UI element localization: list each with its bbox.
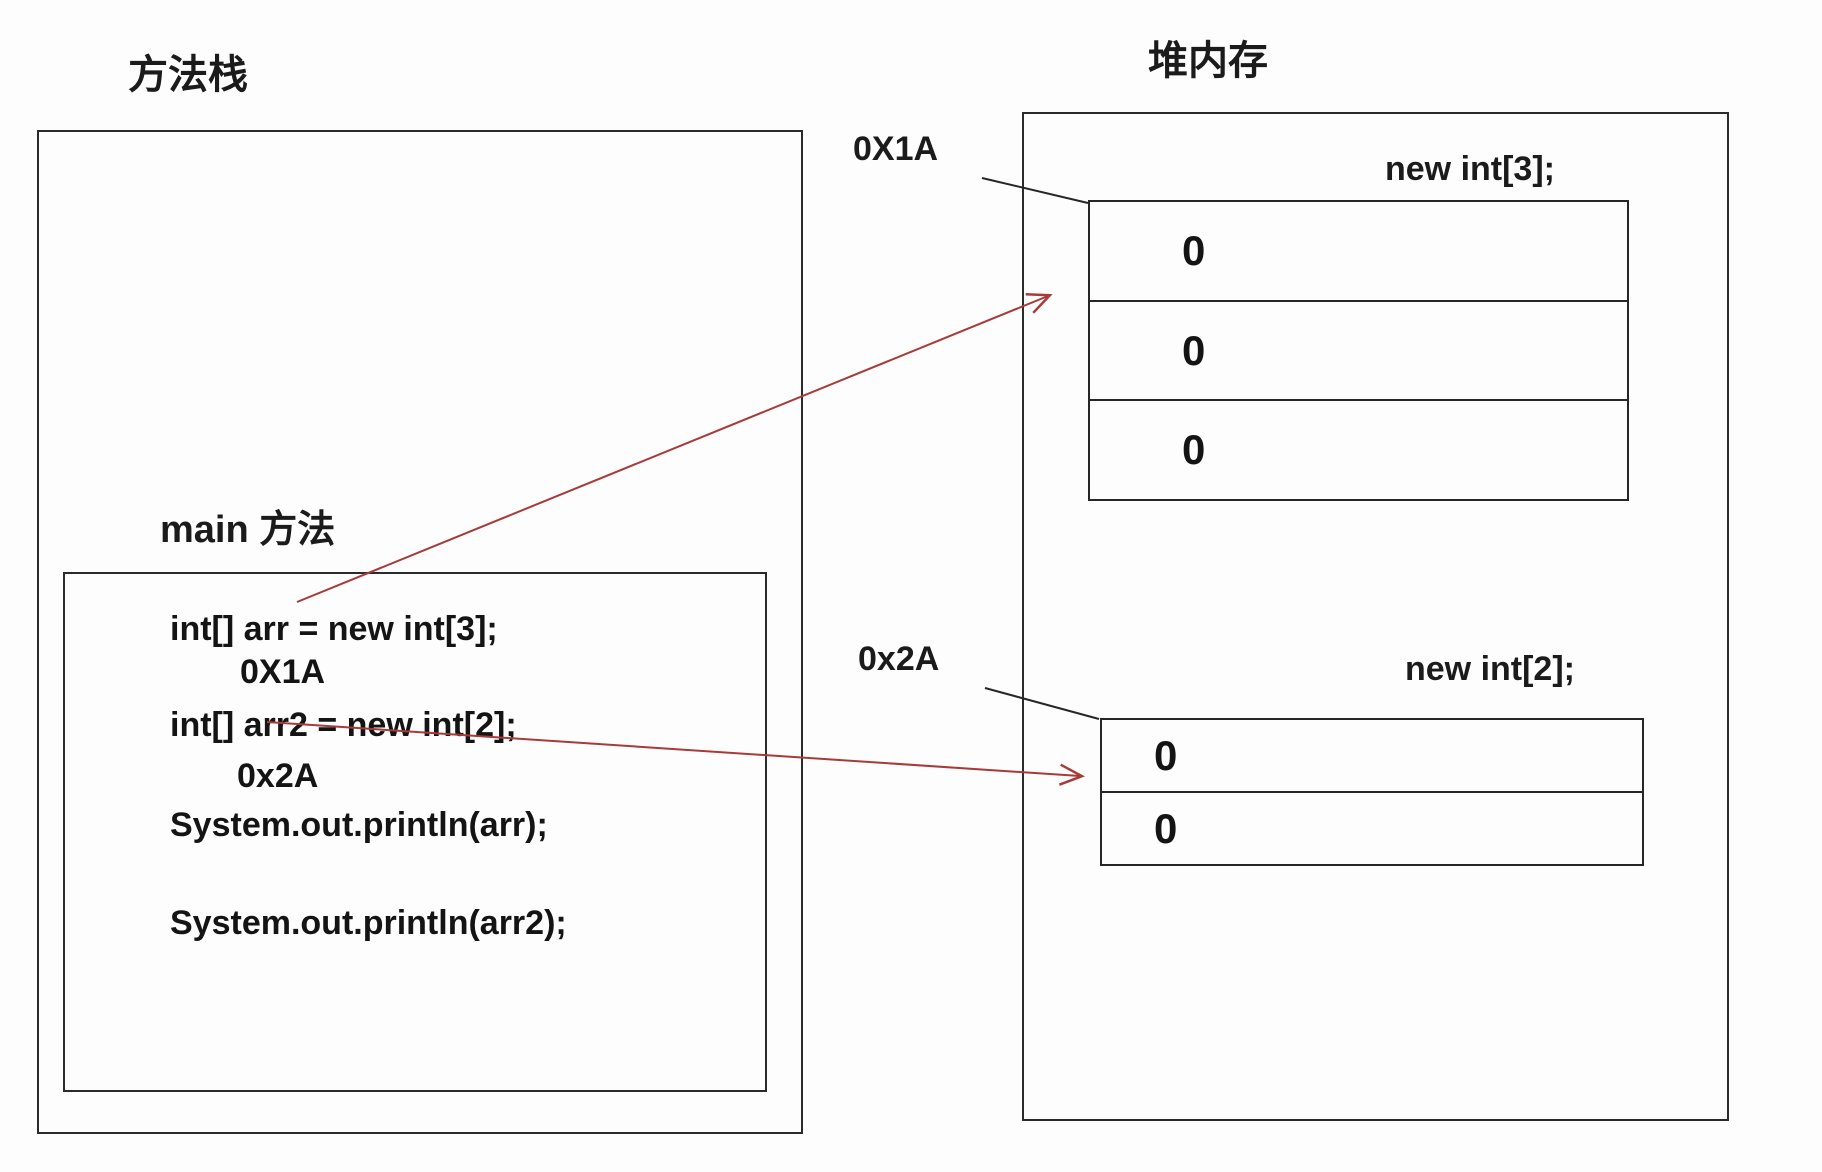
heap-array2-title: new int[2]; (1405, 650, 1575, 688)
heap-box (1022, 112, 1729, 1121)
array2-cell-1: 0 (1102, 791, 1642, 864)
array1-cell-1: 0 (1090, 299, 1627, 400)
heap-array2-box: 0 0 (1100, 718, 1644, 866)
stack-zone-title: 方法栈 (128, 53, 248, 97)
stack-box (37, 130, 803, 1134)
heap-array1-address-label: 0X1A (853, 130, 939, 168)
heap-array1-box: 0 0 0 (1088, 200, 1629, 501)
heap-array1-title: new int[3]; (1385, 150, 1555, 188)
main-frame-label: main 方法 (160, 509, 336, 551)
code-line-arr-declaration: int[] arr = new int[3]; (170, 610, 498, 648)
array1-cell-2: 0 (1090, 399, 1627, 499)
code-line-println-arr2: System.out.println(arr2); (170, 904, 567, 942)
heap-zone-title: 堆内存 (1148, 39, 1268, 83)
code-arr2-address-value: 0x2A (237, 757, 319, 795)
heap-array2-address-label: 0x2A (858, 640, 940, 678)
array1-cell-0: 0 (1182, 226, 1206, 274)
code-line-arr2-declaration: int[] arr2 = new int[2]; (170, 706, 517, 744)
code-line-println-arr: System.out.println(arr); (170, 806, 548, 844)
array2-cell-0: 0 (1154, 731, 1178, 779)
code-arr-address-value: 0X1A (240, 653, 326, 691)
